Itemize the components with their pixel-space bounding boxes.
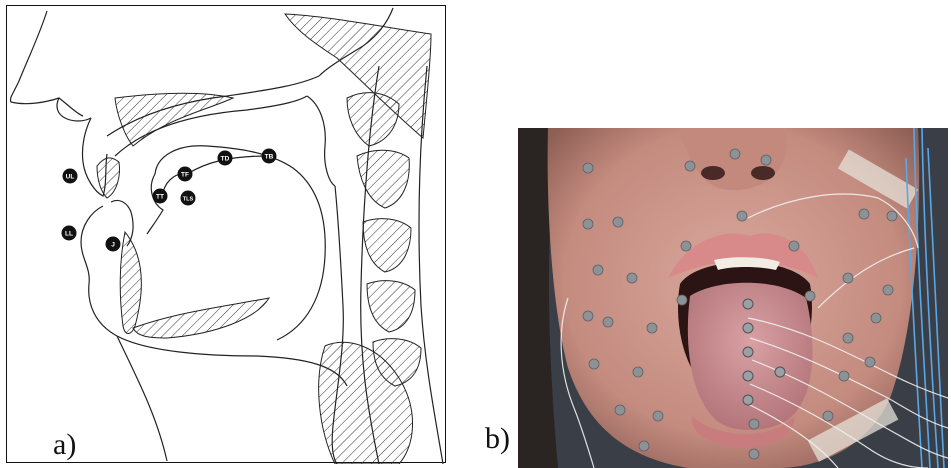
maxilla-bone <box>115 93 233 146</box>
nose-outline <box>10 11 83 116</box>
sensor-marker-label: LL <box>65 231 73 238</box>
sensor-marker-tf: TF <box>178 167 193 182</box>
sensor-marker-tls: TLS <box>181 191 196 206</box>
sensor-marker-label: J <box>111 242 115 249</box>
sensor-marker-j: J <box>106 237 121 252</box>
sensor-marker-group: UL LL J TT TF TLS TD TB <box>62 149 277 252</box>
neck-front-outline <box>117 336 167 461</box>
vertebra-c3 <box>363 219 411 272</box>
vocal-tract-diagram: UL LL J TT TF TLS TD TB <box>7 6 447 464</box>
sensor-marker-tb: TB <box>262 149 277 164</box>
sensor-marker-ll: LL <box>62 226 77 241</box>
sensor-marker-ul: UL <box>63 169 78 184</box>
sensor-marker-td: TD <box>218 151 233 166</box>
sensor-marker-label: TF <box>181 172 189 179</box>
mandible-lower-bone <box>133 298 269 338</box>
sensor-marker-label: TB <box>265 154 274 161</box>
tongue-tip-outline <box>147 174 163 234</box>
sensor-marker-label: TLS <box>183 197 194 203</box>
sensor-marker-label: TD <box>221 156 230 163</box>
right-nostril <box>751 166 775 180</box>
velum-outline <box>307 96 335 186</box>
subject-photo-illustration <box>518 128 948 468</box>
vocal-tract-diagram-panel: UL LL J TT TF TLS TD TB a) <box>6 5 446 463</box>
vertebra-c1 <box>347 93 399 146</box>
panel-b-label: b) <box>485 424 510 454</box>
vertebra-c4 <box>367 281 415 332</box>
mandible-bone <box>120 232 141 334</box>
left-nostril <box>701 166 725 180</box>
sensor-photo-panel <box>518 128 948 468</box>
sensor-marker-label: TT <box>156 194 164 201</box>
sensor-marker-tt: TT <box>153 189 168 204</box>
upper-incisor <box>97 158 120 198</box>
sensor-marker-label: UL <box>66 174 75 181</box>
panel-a-label: a) <box>53 430 76 460</box>
